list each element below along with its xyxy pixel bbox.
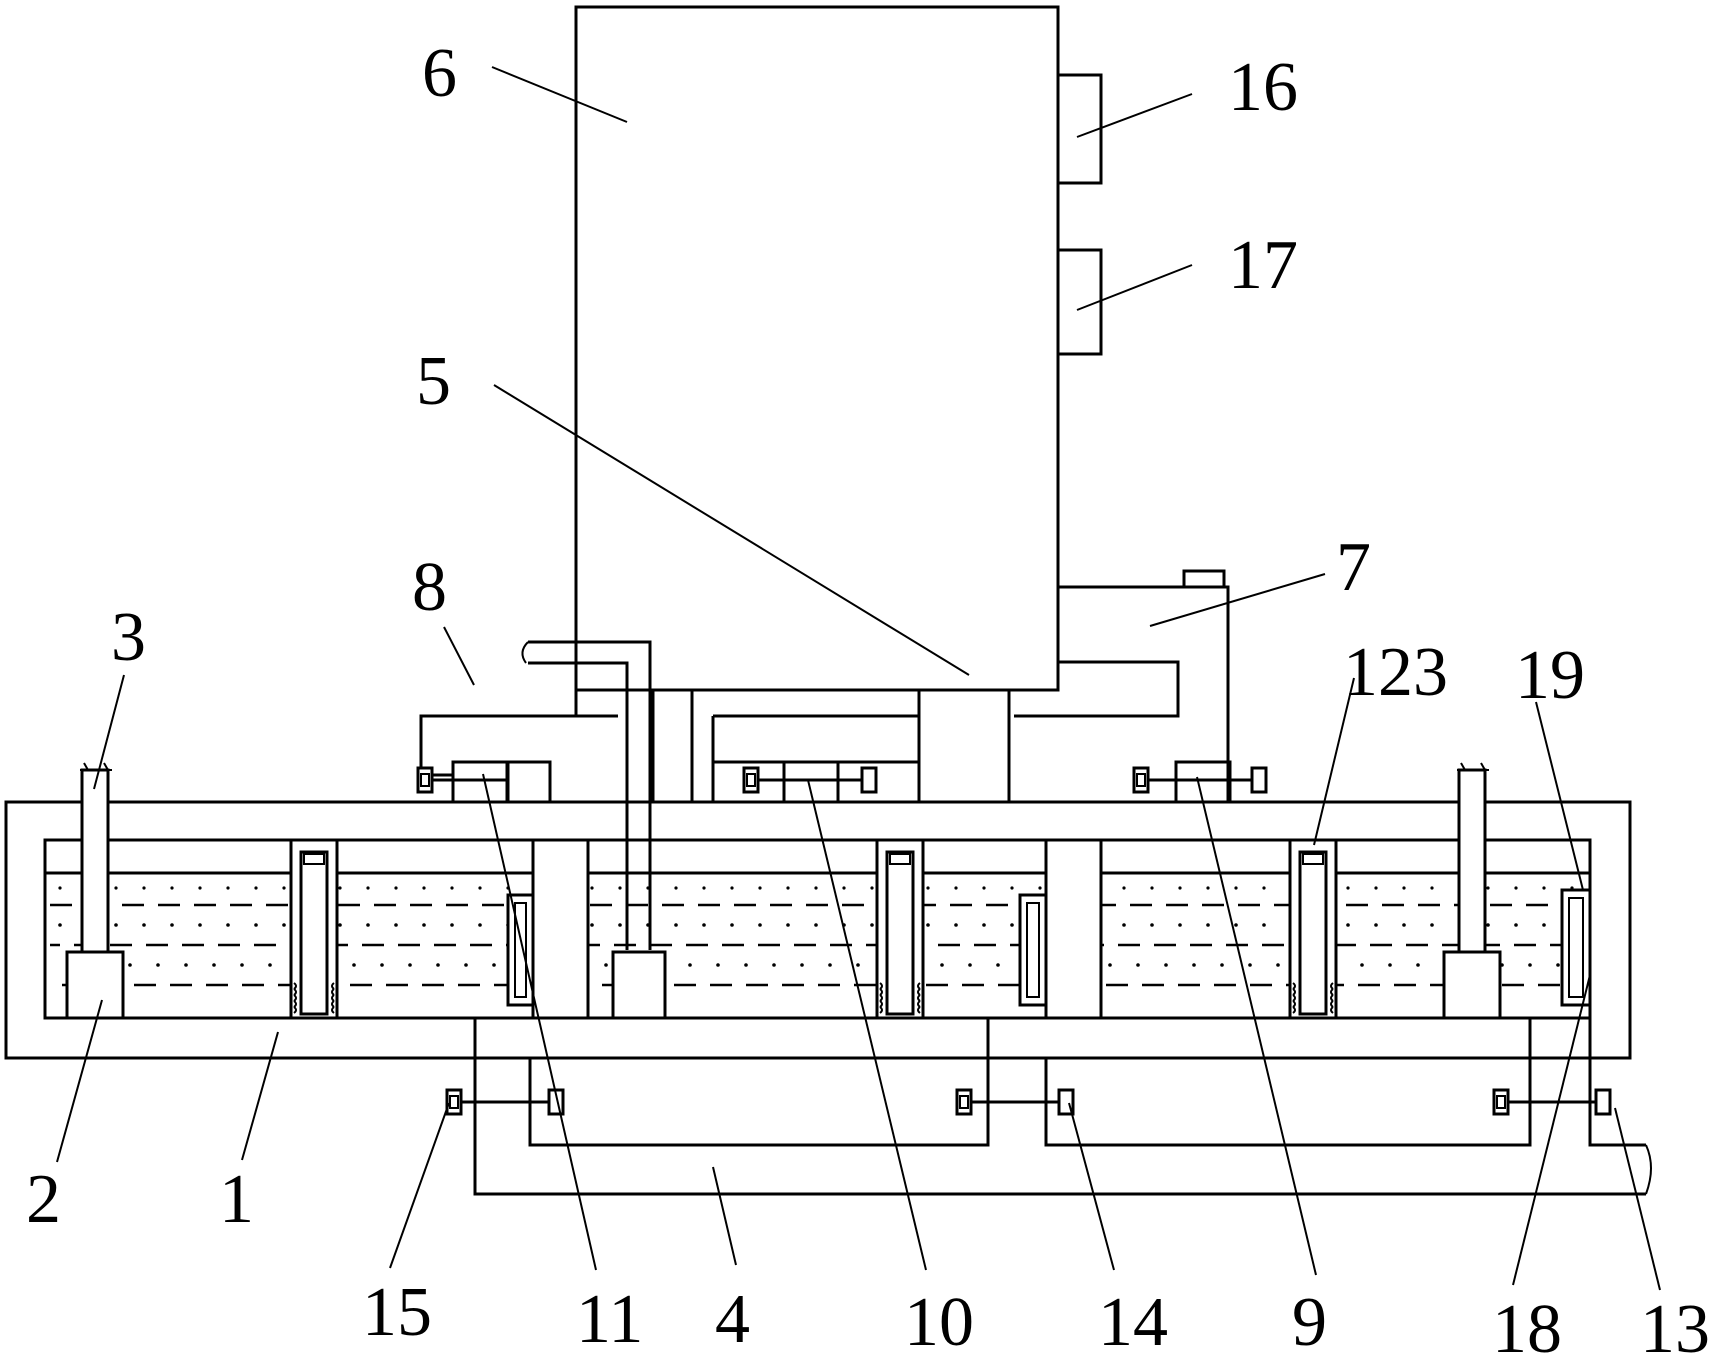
label-4: 4 bbox=[715, 1281, 750, 1358]
side-module-16 bbox=[1056, 73, 1103, 185]
inlet-pipe bbox=[521, 640, 652, 950]
magnetic-blocks bbox=[506, 888, 1592, 1007]
label-7: 7 bbox=[1336, 529, 1371, 606]
top-valves bbox=[416, 760, 1268, 804]
label-19: 19 bbox=[1515, 637, 1585, 714]
center-column-5 bbox=[651, 688, 1011, 804]
bottom-valves bbox=[445, 1088, 1612, 1116]
label-123: 123 bbox=[1343, 634, 1448, 711]
label-8: 8 bbox=[412, 549, 447, 626]
label-6: 6 bbox=[422, 35, 457, 112]
label-18: 18 bbox=[1492, 1291, 1562, 1359]
leader-lines bbox=[56, 66, 1661, 1291]
top-posts bbox=[451, 760, 1232, 804]
inner-columns bbox=[531, 838, 1103, 1020]
rod-3 bbox=[65, 762, 125, 1020]
cylinders-123 bbox=[289, 838, 1338, 1020]
bracket-7 bbox=[1014, 569, 1230, 802]
label-11: 11 bbox=[576, 1281, 643, 1358]
label-17: 17 bbox=[1228, 227, 1298, 304]
label-2: 2 bbox=[26, 1161, 61, 1238]
label-14: 14 bbox=[1098, 1284, 1168, 1359]
label-13: 13 bbox=[1640, 1291, 1710, 1359]
label-15: 15 bbox=[362, 1274, 432, 1351]
pipe-base bbox=[611, 950, 667, 1020]
main-housing bbox=[574, 5, 1060, 692]
label-3: 3 bbox=[111, 599, 146, 676]
tank-frame bbox=[4, 800, 1632, 1060]
label-1: 1 bbox=[219, 1161, 254, 1238]
side-module-17 bbox=[1056, 248, 1103, 356]
label-16: 16 bbox=[1228, 49, 1298, 126]
rod-right bbox=[1442, 762, 1502, 1020]
label-9: 9 bbox=[1292, 1284, 1327, 1359]
label-10: 10 bbox=[904, 1284, 974, 1359]
liquid-fill bbox=[50, 886, 1588, 987]
number-labels: 6 16 17 5 7 8 3 123 19 2 1 15 11 4 10 14… bbox=[26, 35, 1710, 1359]
label-5: 5 bbox=[416, 343, 451, 420]
